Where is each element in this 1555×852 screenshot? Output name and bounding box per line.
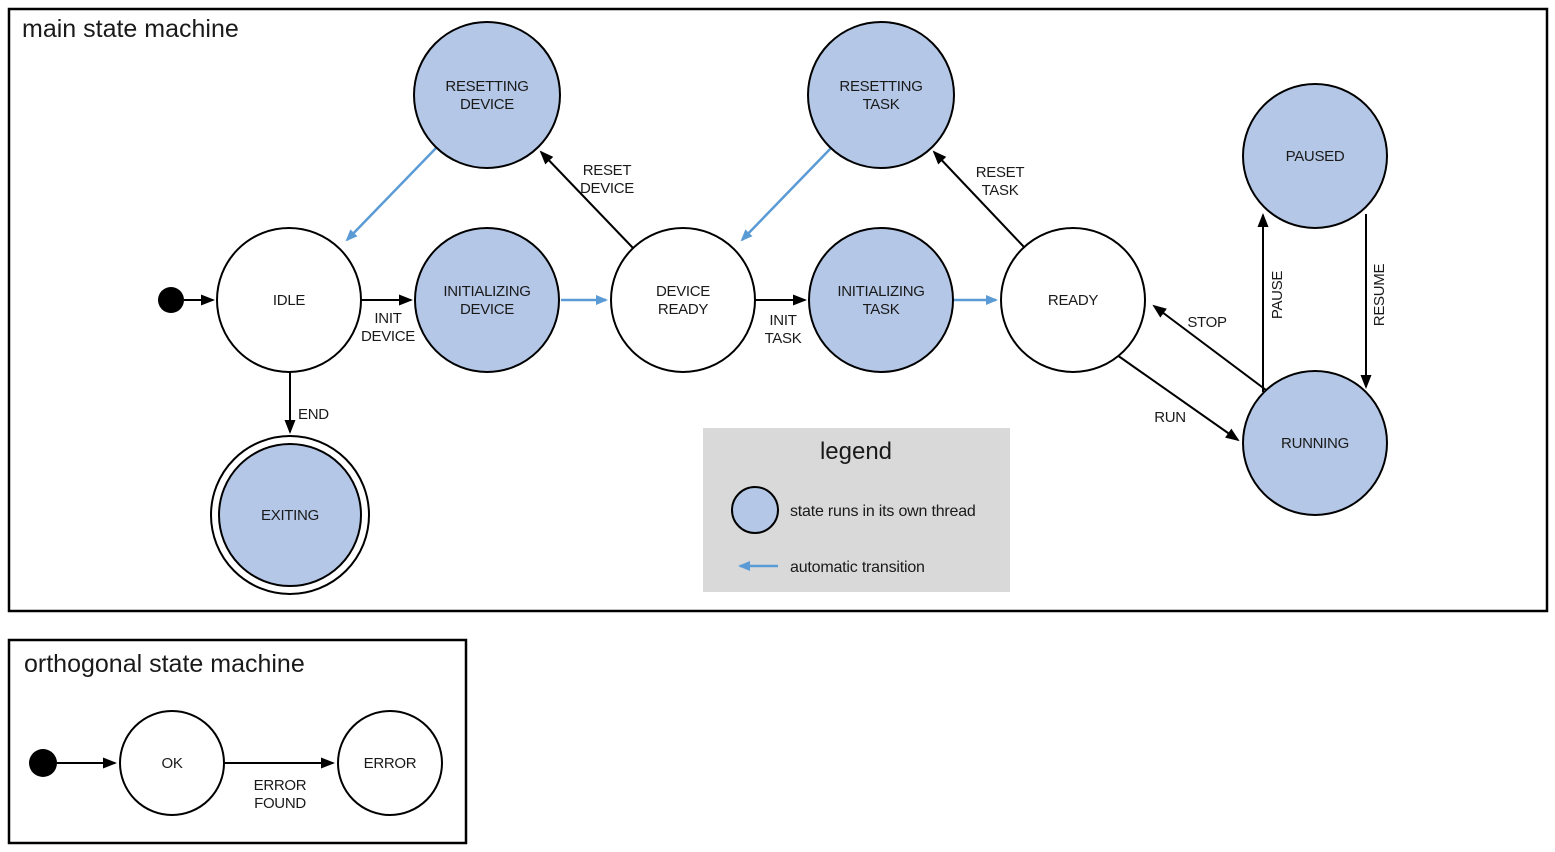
legend-auto-label: automatic transition bbox=[790, 559, 925, 576]
transition-error-found-label: ERROR bbox=[254, 777, 307, 794]
transition-stop-line bbox=[1152, 304, 1267, 391]
state-running-label: RUNNING bbox=[1281, 435, 1349, 452]
legend-thread-label: state runs in its own thread bbox=[790, 503, 976, 520]
transition-reset-task-line bbox=[932, 150, 1025, 248]
state-ready bbox=[1000, 227, 1146, 373]
state-device-ready-label: DEVICE bbox=[656, 283, 710, 300]
main-transitions: INIT DEVICE END RESET DEVICE INIT TASK R… bbox=[158, 150, 1388, 442]
state-initializing-device bbox=[414, 227, 560, 373]
main-states: IDLE RESETTING DEVICE INITIALIZING DEVIC… bbox=[210, 21, 1388, 595]
transition-resume-label: RESUME bbox=[1371, 264, 1388, 327]
state-running bbox=[1242, 370, 1388, 516]
auto-transitions bbox=[345, 146, 998, 305]
orthogonal-initial-state-dot bbox=[29, 749, 57, 777]
transition-pause-label: PAUSE bbox=[1269, 271, 1286, 320]
state-exiting bbox=[218, 443, 362, 587]
state-resetting-task bbox=[807, 21, 955, 169]
state-error bbox=[337, 710, 443, 816]
transition-run-label: RUN bbox=[1154, 409, 1186, 426]
state-initializing-task bbox=[808, 227, 954, 373]
transition-init-device-label: DEVICE bbox=[361, 328, 415, 345]
main-machine-title: main state machine bbox=[22, 15, 239, 43]
state-resetting-device-label: DEVICE bbox=[460, 96, 514, 113]
transition-reset-task-label: TASK bbox=[982, 182, 1019, 199]
transition-run-line bbox=[1116, 354, 1240, 442]
main-machine-box bbox=[7, 7, 1549, 613]
transition-reset-task-label: RESET bbox=[976, 164, 1025, 181]
transition-init-task-label: INIT bbox=[769, 312, 796, 329]
state-resetting-device-label: RESETTING bbox=[445, 78, 528, 95]
state-error-label: ERROR bbox=[364, 755, 417, 772]
initial-state-dot bbox=[158, 287, 184, 313]
state-paused bbox=[1242, 83, 1388, 229]
state-initializing-task-label: INITIALIZING bbox=[837, 283, 924, 300]
state-resetting-task-label: TASK bbox=[863, 96, 900, 113]
auto-transition-resetting-task-to-device-ready bbox=[740, 146, 833, 242]
state-idle-label: IDLE bbox=[273, 292, 305, 309]
transition-init-device-label: INIT bbox=[374, 310, 401, 327]
auto-transition-resetting-device-to-idle bbox=[345, 146, 438, 242]
transition-init-task-label: TASK bbox=[765, 330, 802, 347]
state-initializing-task-label: TASK bbox=[863, 301, 900, 318]
orthogonal-machine: orthogonal state machine OK ERROR FOUND … bbox=[7, 638, 468, 845]
state-initializing-device-label: DEVICE bbox=[460, 301, 514, 318]
transition-reset-device-line bbox=[539, 150, 634, 249]
state-paused-label: PAUSED bbox=[1286, 148, 1345, 165]
state-exiting-label: EXITING bbox=[261, 507, 319, 524]
state-resetting-device bbox=[413, 21, 561, 169]
legend: legend state runs in its own thread auto… bbox=[703, 428, 1010, 592]
transition-error-found-label: FOUND bbox=[254, 795, 306, 812]
transition-reset-device-label: DEVICE bbox=[580, 180, 634, 197]
orthogonal-machine-title: orthogonal state machine bbox=[24, 650, 305, 678]
state-device-ready bbox=[610, 227, 756, 373]
orthogonal-machine-box bbox=[7, 638, 468, 845]
transition-end-label: END bbox=[298, 406, 329, 423]
transition-reset-device-label: RESET bbox=[583, 162, 632, 179]
state-ready-label: READY bbox=[1048, 292, 1098, 309]
state-resetting-task-label: RESETTING bbox=[839, 78, 922, 95]
state-idle bbox=[216, 227, 362, 373]
legend-title: legend bbox=[820, 438, 892, 465]
state-initializing-device-label: INITIALIZING bbox=[443, 283, 530, 300]
legend-thread-state-icon bbox=[731, 486, 779, 534]
transition-stop-label: STOP bbox=[1187, 314, 1227, 331]
state-ok-label: OK bbox=[161, 755, 182, 772]
state-device-ready-label: READY bbox=[658, 301, 708, 318]
